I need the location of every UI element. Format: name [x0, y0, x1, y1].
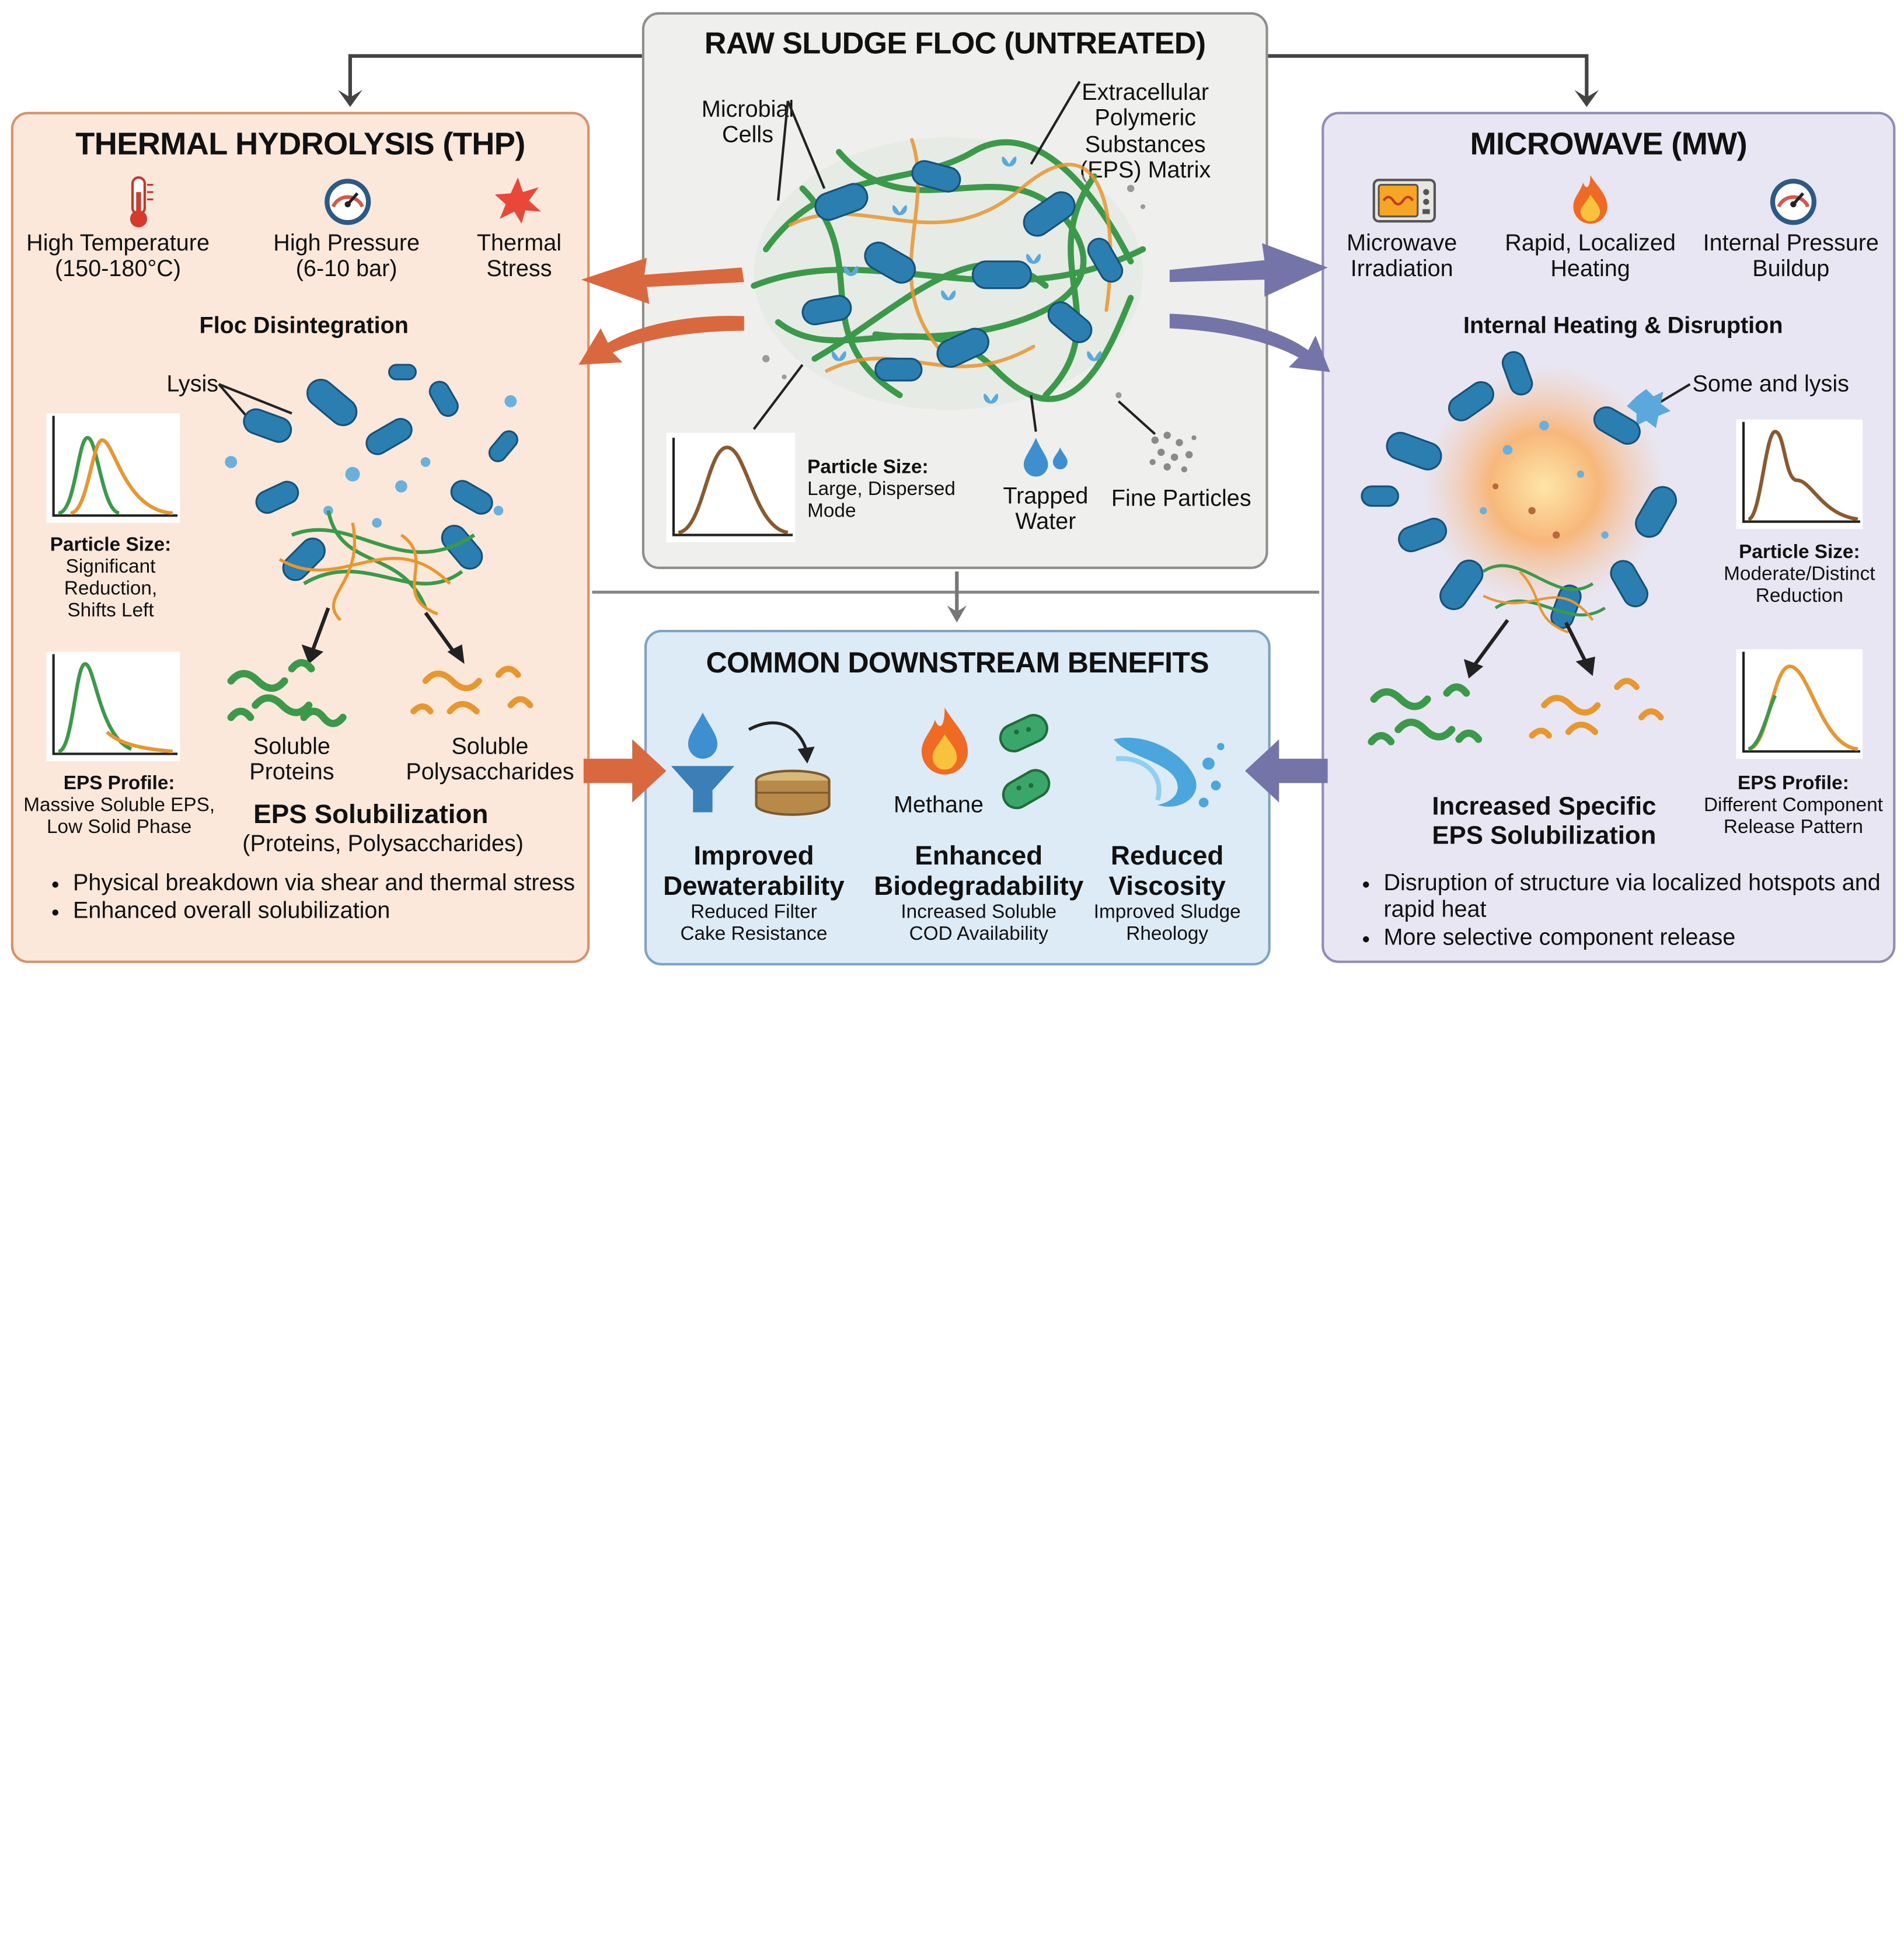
fine-particles-icon — [1149, 431, 1197, 473]
raw-particle-size-plot — [666, 433, 796, 543]
mw-lysis-label: Some and lysis — [1692, 372, 1849, 398]
benefit-viscosity: Reduced Viscosity Improved Sludge Rheolo… — [1093, 840, 1241, 945]
thp-bullet: Physical breakdown via shear and thermal… — [73, 870, 584, 897]
mw-bullet: More selective component release — [1383, 925, 1894, 952]
thp-to-common-arrow — [583, 739, 667, 803]
raw-to-mw-arrow — [1169, 243, 1328, 297]
thp-panel-title: THERMAL HYDROLYSIS (THP) — [75, 125, 525, 162]
common-benefits-panel — [644, 629, 1271, 965]
mw-bullet-list: Disruption of structure via localized ho… — [1357, 870, 1895, 953]
thp-bullet-list: Physical breakdown via shear and thermal… — [46, 870, 584, 926]
benefit-biodegradability: Enhanced Biodegradability Increased Solu… — [874, 840, 1084, 945]
thp-eps-subtitle: (Proteins, Polysaccharides) — [242, 831, 524, 858]
common-panel-title: COMMON DOWNSTREAM BENEFITS — [706, 647, 1209, 680]
mw-disruption-illustration — [1361, 351, 1691, 745]
raw-to-thp-curved-arrow — [578, 316, 744, 365]
thp-eps-profile-plot — [46, 651, 180, 761]
benefit-dewaterability: Improved Dewaterability Reduced Filter C… — [663, 840, 845, 945]
thermometer-icon — [130, 176, 154, 228]
flame-icon — [1573, 175, 1607, 224]
thp-disintegration-illustration — [218, 364, 533, 727]
methane-flame-icon — [921, 707, 968, 775]
thp-condition-pressure: High Pressure(6-10 bar) — [273, 231, 420, 283]
thp-heading: Floc Disintegration — [199, 313, 409, 340]
lysis-label: Lysis — [166, 372, 219, 398]
raw-floc-illustration — [751, 81, 1156, 435]
mw-heading: Internal Heating & Disruption — [1463, 313, 1783, 340]
water-drop-icon — [1023, 437, 1068, 477]
raw-to-mw-curved-arrow — [1169, 313, 1330, 372]
thp-condition-temperature: High Temperature(150-180°C) — [26, 231, 210, 283]
raw-panel-title: RAW SLUDGE FLOC (UNTREATED) — [704, 26, 1206, 61]
thp-bullet: Enhanced overall solubilization — [73, 898, 584, 925]
mw-eps-profile-plot — [1736, 649, 1863, 759]
raw-to-thp-arrow — [581, 257, 744, 304]
filter-drop-icon — [671, 712, 831, 816]
mw-to-common-arrow — [1244, 739, 1328, 803]
microwave-oven-icon — [1372, 179, 1436, 223]
pressure-gauge-icon — [325, 179, 371, 225]
thp-eps-title: EPS Solubilization — [253, 799, 489, 829]
mw-panel-title: MICROWAVE (MW) — [1470, 125, 1748, 162]
mw-particle-size-plot — [1736, 419, 1863, 529]
fluid-splash-icon — [1114, 737, 1225, 808]
methane-label: Methane — [894, 793, 984, 818]
mw-bullet: Disruption of structure via localized ho… — [1383, 870, 1894, 923]
stress-burst-icon — [494, 177, 541, 224]
connector-lines — [338, 54, 1599, 623]
flow-arrows — [578, 243, 1330, 803]
thp-particle-size-plot — [46, 413, 180, 523]
fine-particles-label: Fine Particles — [1111, 486, 1251, 512]
thermal-hydrolysis-panel — [11, 111, 590, 963]
thp-eps-profile-label: EPS Profile:Massive Soluble EPS,Low Soli… — [23, 773, 215, 838]
bacteria-icon — [999, 714, 1051, 810]
pressure-gauge-icon — [1770, 179, 1817, 225]
